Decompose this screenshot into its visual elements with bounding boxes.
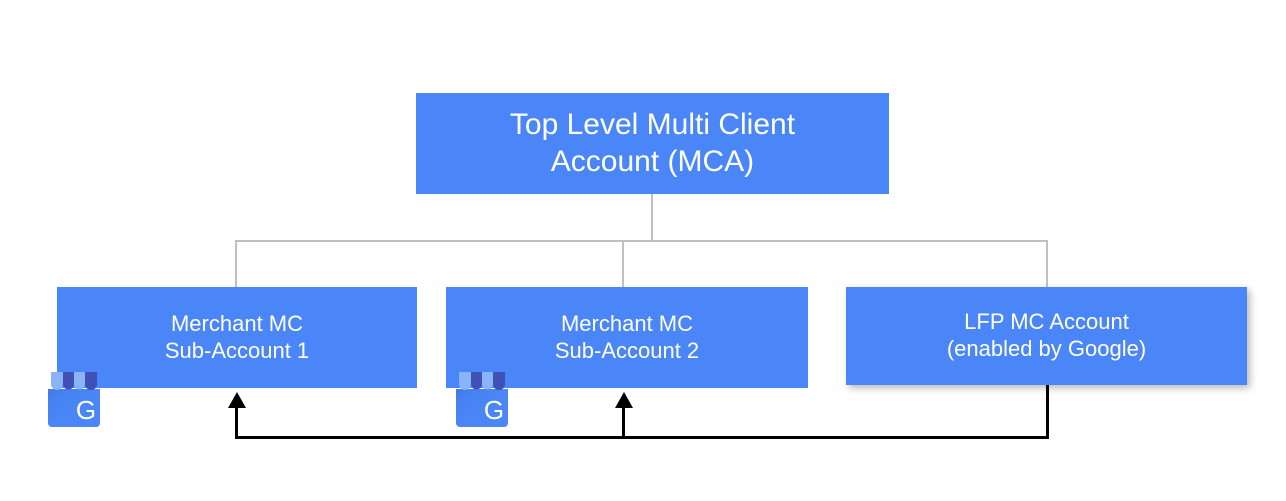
- node-top-level-mca-label: Top Level Multi Client Account (MCA): [509, 107, 796, 178]
- node-merchant-sub-account-2[interactable]: Merchant MC Sub-Account 2: [446, 287, 808, 388]
- gbp-letter-g: G: [76, 395, 96, 425]
- connector-drop-sub1: [235, 240, 237, 288]
- node-top-level-mca[interactable]: Top Level Multi Client Account (MCA): [416, 93, 889, 194]
- google-business-profile-icon: G: [48, 372, 100, 427]
- feed-riser-sub1: [235, 399, 238, 437]
- feed-arrowhead-sub2-icon: [615, 392, 633, 408]
- feed-riser-sub2: [622, 399, 625, 437]
- connector-top-stem: [651, 194, 653, 242]
- feed-riser-lfp: [1046, 385, 1049, 437]
- feed-arrowhead-sub1-icon: [228, 392, 246, 408]
- node-merchant-sub-account-1[interactable]: Merchant MC Sub-Account 1: [57, 287, 417, 388]
- connector-horizontal-bus: [235, 240, 1048, 242]
- feed-horizontal-line: [235, 436, 1049, 439]
- google-business-profile-icon: G: [456, 372, 508, 427]
- connector-drop-lfp: [1046, 240, 1048, 288]
- node-merchant-sub-account-2-label: Merchant MC Sub-Account 2: [554, 310, 700, 363]
- node-merchant-sub-account-1-label: Merchant MC Sub-Account 1: [164, 310, 310, 363]
- connector-drop-sub2: [622, 240, 624, 288]
- node-lfp-mc-account[interactable]: LFP MC Account (enabled by Google): [846, 287, 1247, 385]
- node-lfp-mc-account-label: LFP MC Account (enabled by Google): [946, 309, 1147, 361]
- gbp-letter-g: G: [484, 395, 504, 425]
